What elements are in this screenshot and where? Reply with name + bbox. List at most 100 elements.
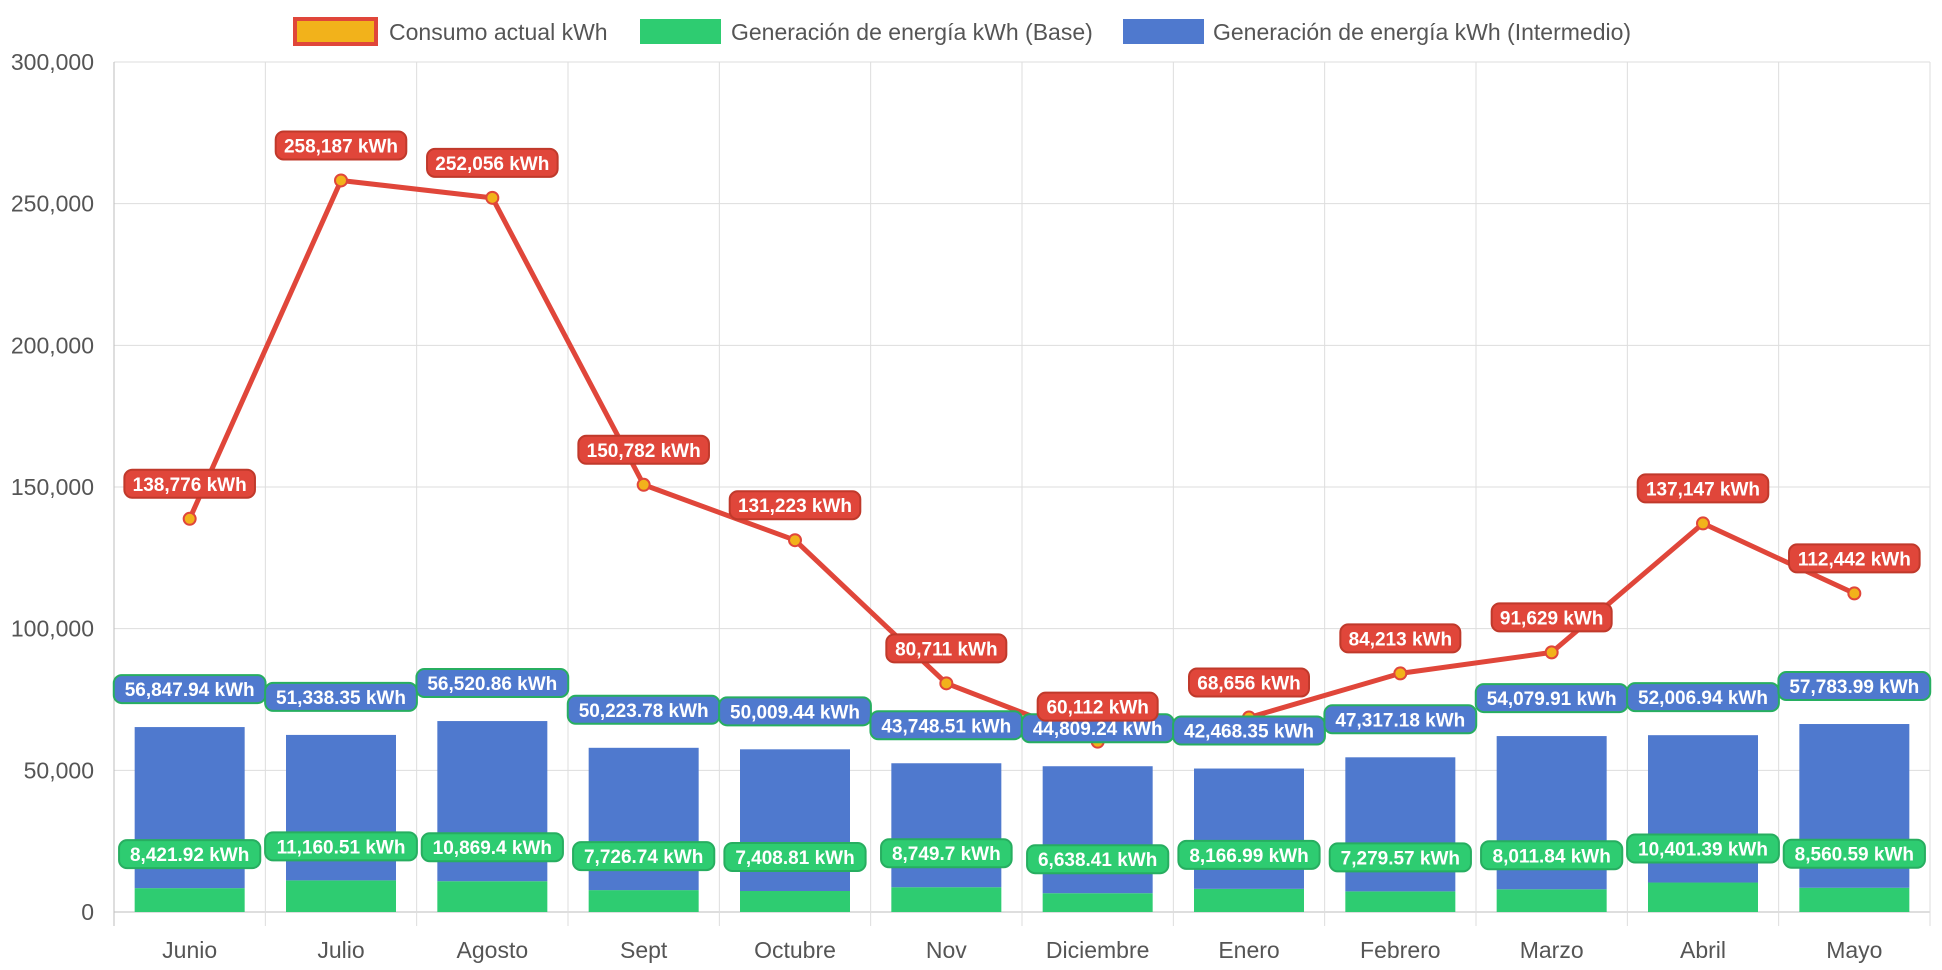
data-label-intermedio: 50,223.78 kWh [566, 694, 721, 725]
bar-base [1799, 887, 1910, 912]
data-label-base: 8,011.84 kWh [1480, 840, 1624, 871]
consumo-point [182, 511, 197, 526]
data-label-bg [1177, 839, 1321, 870]
data-label-text: 6,638.41 kWh [1038, 850, 1157, 871]
data-label-bg [1323, 704, 1478, 735]
data-label-intermedio: 43,748.51 kWh [869, 710, 1024, 741]
consumo-point [485, 190, 500, 205]
data-label-intermedio: 47,317.18 kWh [1323, 704, 1478, 735]
data-label-bg [1172, 715, 1326, 746]
consumo-point [1696, 516, 1710, 531]
y-tick-label: 250,000 [11, 191, 94, 217]
bar-base [437, 881, 548, 912]
data-label-base: 7,726.74 kWh [572, 841, 716, 872]
data-label-bg [1777, 671, 1932, 702]
x-tick-label: Junio [162, 937, 217, 963]
data-label-text: 7,279.57 kWh [1341, 848, 1460, 869]
legend-item-2: Generación de energía kWh (Base) [640, 19, 1093, 45]
bar-base [1496, 889, 1607, 912]
data-label-text: 11,160.51 kWh [277, 837, 406, 858]
legend-swatch [293, 17, 378, 46]
data-label-bg [415, 668, 570, 699]
data-label-intermedio: 42,468.35 kWh [1172, 715, 1326, 746]
data-label-bg [274, 130, 408, 161]
data-label-text: 8,011.84 kWh [1493, 846, 1611, 867]
data-label-text: 47,317.18 kWh [1335, 710, 1465, 731]
data-label-intermedio: 52,006.94 kWh [1626, 682, 1780, 713]
bar-base [588, 890, 699, 912]
x-tick-label: Mayo [1826, 937, 1882, 963]
y-tick-label: 150,000 [11, 474, 94, 500]
data-label-text: 8,560.59 kWh [1795, 845, 1914, 866]
data-label-bg [885, 633, 1008, 664]
bar-base [891, 887, 1002, 912]
data-label-text: 8,421.92 kWh [130, 845, 249, 866]
data-label-base: 8,560.59 kWh [1782, 838, 1926, 869]
data-label-bg [1328, 842, 1472, 873]
bar-intermedio [1194, 768, 1304, 889]
data-label-intermedio: 50,009.44 kWh [718, 696, 872, 727]
data-label-bg [118, 839, 262, 870]
data-label-bg [1480, 840, 1624, 871]
data-label-text: 56,847.94 kWh [125, 680, 255, 701]
data-label-consumo: 68,656 kWh [1188, 667, 1310, 698]
data-label-text: 138,776 kWh [133, 475, 247, 496]
data-label-text: 68,656 kWh [1197, 673, 1301, 694]
bar-base [1345, 891, 1456, 912]
data-label-text: 10,869.4 kWh [433, 838, 552, 859]
data-label-base: 7,408.81 kWh [723, 842, 867, 873]
data-label-consumo: 91,629 kWh [1490, 602, 1613, 633]
data-label-text: 50,009.44 kWh [730, 702, 860, 723]
data-label-bg [1036, 691, 1159, 722]
data-label-bg [718, 696, 872, 727]
data-label-bg [123, 468, 256, 499]
data-label-layer: 8,421.92 kWh 56,847.94 kWh 138,776 kWh 11,1… [112, 130, 1932, 875]
data-label-base: 8,166.99 kWh [1177, 839, 1321, 870]
data-label-text: 8,166.99 kWh [1189, 846, 1308, 867]
data-label-intermedio: 56,847.94 kWh [112, 674, 267, 705]
data-label-bg [728, 490, 862, 521]
data-label-bg [264, 681, 418, 712]
legend-label: Generación de energía kWh (Base) [731, 19, 1093, 45]
data-label-consumo: 137,147 kWh [1636, 473, 1770, 504]
x-tick-label: Nov [926, 937, 967, 963]
data-label-bg [577, 434, 710, 465]
y-tick-label: 0 [81, 899, 94, 925]
legend-label: Generación de energía kWh (Intermedio) [1213, 19, 1631, 45]
data-label-base: 6,638.41 kWh [1026, 844, 1170, 875]
x-tick-label: Agosto [457, 937, 529, 963]
x-tick-label: Octubre [754, 937, 836, 963]
data-label-bg [426, 147, 559, 178]
data-label-text: 150,782 kWh [587, 441, 701, 462]
data-label-bg [572, 841, 716, 872]
data-label-bg [1788, 543, 1921, 574]
data-label-text: 44,809.24 kWh [1033, 719, 1163, 740]
x-tick-label: Abril [1680, 937, 1726, 963]
x-tick-label: Enero [1218, 937, 1279, 963]
data-label-intermedio: 57,783.99 kWh [1777, 671, 1932, 702]
data-label-text: 258,187 kWh [284, 136, 398, 157]
data-label-text: 60,112 kWh [1046, 698, 1148, 719]
data-label-bg [420, 832, 564, 863]
data-label-text: 84,213 kWh [1349, 629, 1453, 650]
x-tick-label: Febrero [1360, 937, 1441, 963]
x-tick-label: Julio [317, 937, 364, 963]
consumo-point [1544, 645, 1559, 660]
x-tick-label: Diciembre [1046, 937, 1150, 963]
data-label-text: 57,783.99 kWh [1789, 677, 1919, 698]
consumo-point [1847, 586, 1862, 601]
legend-label: Consumo actual kWh [389, 19, 608, 45]
data-label-text: 7,726.74 kWh [584, 847, 703, 868]
data-label-bg [880, 838, 1013, 869]
legend-swatch [640, 19, 721, 44]
bar-base [286, 880, 396, 912]
data-label-consumo: 258,187 kWh [274, 130, 408, 161]
bar-base [134, 888, 245, 912]
data-label-bg [264, 831, 418, 862]
data-label-text: 91,629 kWh [1500, 608, 1604, 629]
data-label-bg [1636, 473, 1770, 504]
bar-base [1648, 882, 1758, 912]
data-label-bg [1339, 623, 1462, 654]
